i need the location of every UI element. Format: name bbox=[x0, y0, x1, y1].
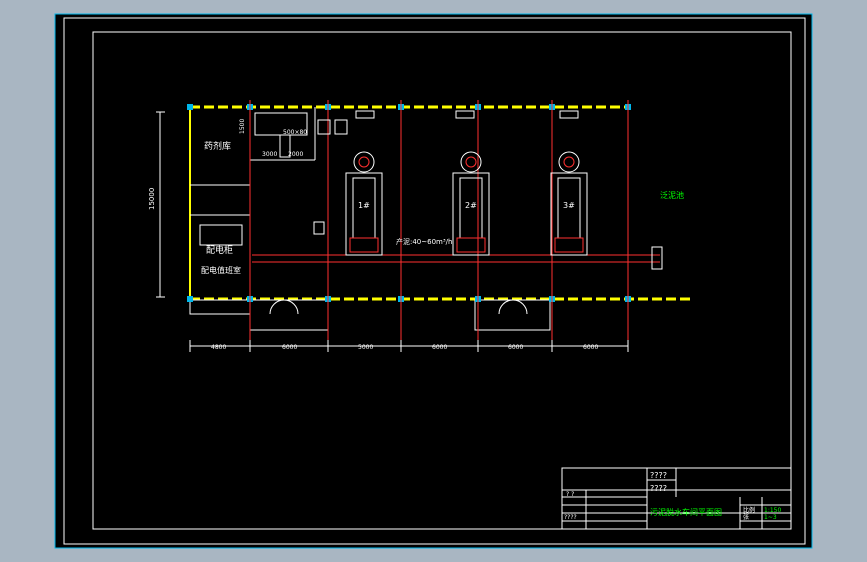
tb-scale-value: 1:150 bbox=[764, 507, 781, 514]
outer-frame bbox=[54, 13, 813, 549]
tb-scale-label: 比例 bbox=[743, 506, 755, 514]
dim-1500: 1500 bbox=[239, 119, 246, 134]
dim-bottom-4: 6000 bbox=[432, 344, 447, 351]
tb-sheet-value: 1~3 bbox=[764, 514, 777, 521]
tb-cell-q4: ???? bbox=[564, 514, 577, 521]
tb-cell-q: ? ? bbox=[566, 491, 574, 498]
cabinet-label: 配电柜 bbox=[206, 244, 233, 256]
dim-3000: 3000 bbox=[262, 151, 277, 158]
dim-bottom-3: 5000 bbox=[358, 344, 373, 351]
dim-bottom-5: 6000 bbox=[508, 344, 523, 351]
tiny-dims: 3000 2000 1500 bbox=[239, 119, 303, 158]
dim-2000: 2000 bbox=[288, 151, 303, 158]
pump-2 bbox=[452, 151, 490, 256]
room-bottom-left-label: 配电值班室 bbox=[201, 265, 241, 275]
dimension-lines bbox=[156, 111, 629, 352]
pump-labels: 1# 2# 3# bbox=[358, 201, 575, 210]
dim-vertical: 15000 bbox=[148, 188, 156, 210]
room-top-left-label: 药剂库 bbox=[204, 140, 231, 152]
title-block bbox=[561, 467, 792, 530]
dim-bottom-1: 4800 bbox=[211, 344, 226, 351]
pump-1 bbox=[345, 151, 383, 256]
flow-label: 产泥:40~60m³/h bbox=[396, 237, 452, 246]
dim-bottom-2: 6000 bbox=[282, 344, 297, 351]
side-label: 泛泥池 bbox=[660, 190, 684, 200]
bottom-dims: 4800 6000 5000 6000 6000 6000 bbox=[211, 344, 598, 351]
tb-q1: ???? bbox=[650, 471, 667, 480]
top-equipment bbox=[199, 110, 663, 270]
stair-note: 500×80 bbox=[283, 129, 307, 136]
inner-border bbox=[63, 17, 806, 545]
dim-bottom-6: 6000 bbox=[583, 344, 598, 351]
pump-1-label: 1# bbox=[358, 201, 370, 210]
tb-sheet-label: 张 bbox=[743, 513, 749, 521]
pump-3-label: 3# bbox=[563, 201, 575, 210]
drawing-border bbox=[92, 31, 792, 530]
pump-3 bbox=[550, 151, 588, 256]
doors bbox=[269, 299, 528, 315]
tb-title: 污泥脱水车间平面图 bbox=[650, 507, 722, 517]
tb-q2: ???? bbox=[650, 484, 667, 493]
pump-2-label: 2# bbox=[465, 201, 477, 210]
